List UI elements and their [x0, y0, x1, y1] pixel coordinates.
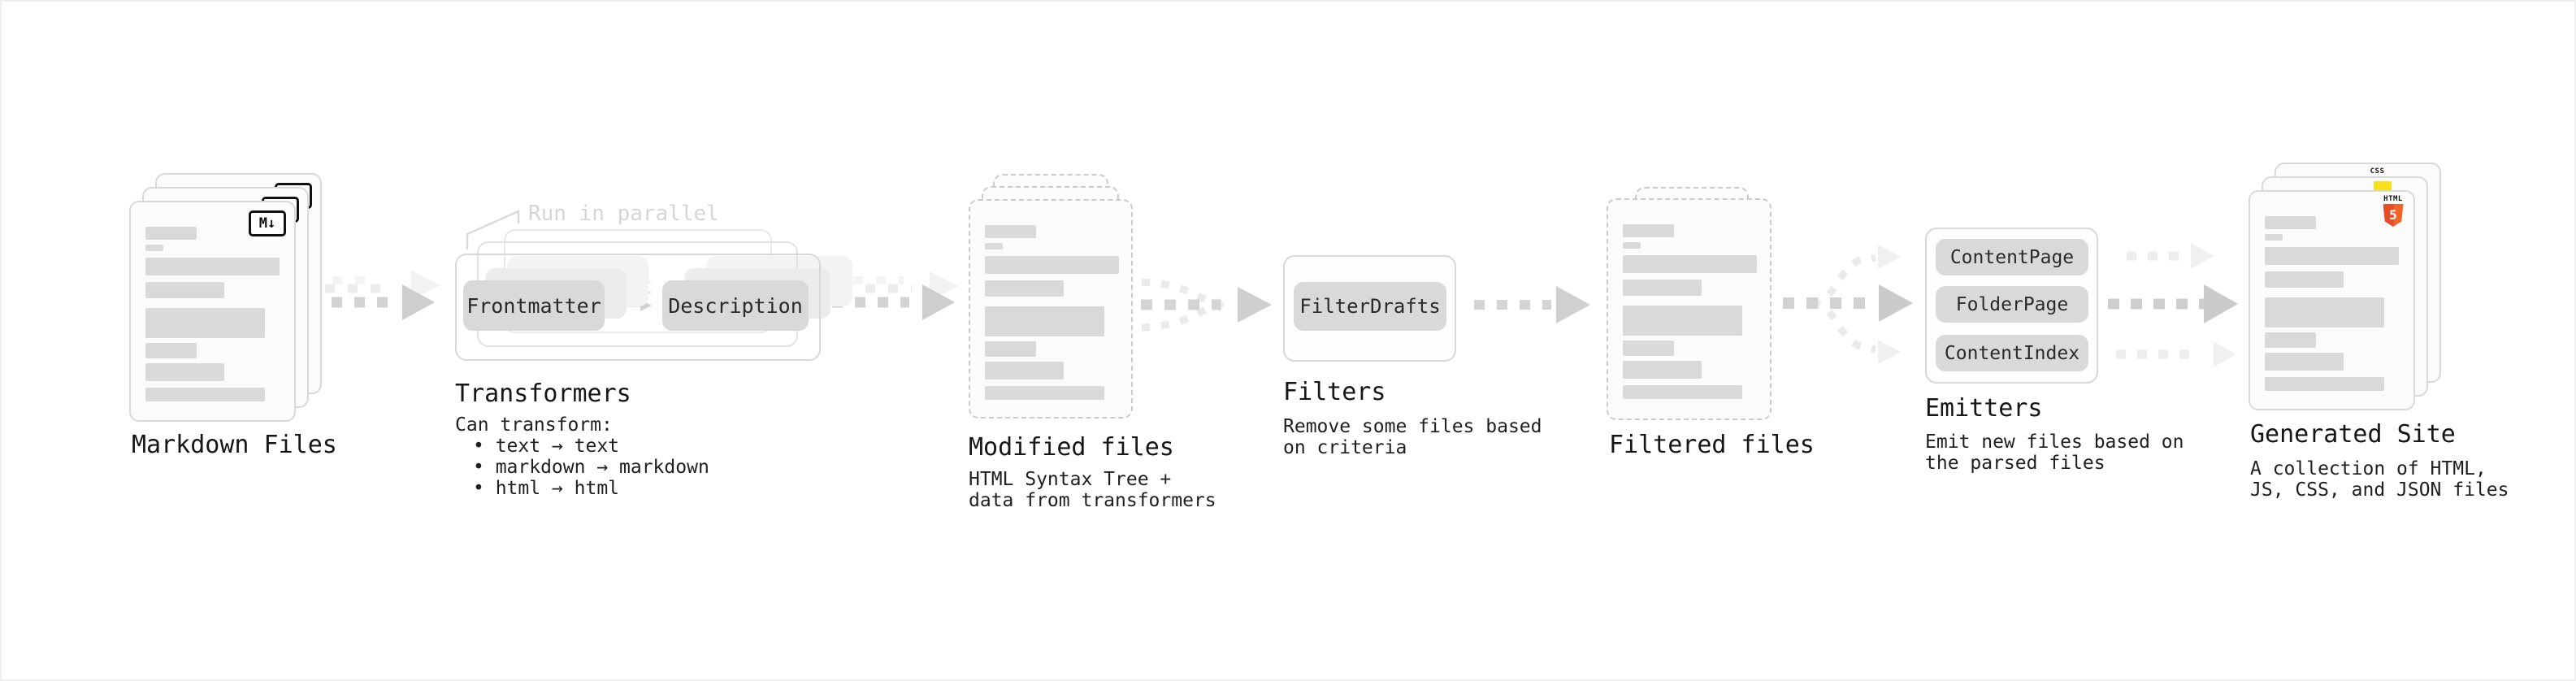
skeleton-text-bar	[145, 227, 197, 240]
desc-line: HTML Syntax Tree +	[969, 469, 1172, 490]
desc-line: data from transformers	[969, 490, 1216, 511]
skeleton-text-bar	[985, 341, 1036, 357]
run-in-parallel-note: Run in parallel	[528, 202, 719, 226]
skeleton-text-bar	[145, 363, 224, 381]
desc-line: Remove some files based	[1283, 416, 1542, 437]
filters-label: Filters	[1283, 378, 1386, 406]
transformers-label: Transformers	[455, 380, 631, 408]
contentindex-pill: ContentIndex	[1936, 335, 2088, 371]
html5-icon-shield: 5	[2383, 204, 2404, 227]
filterdrafts-pill: FilterDrafts	[1294, 282, 1446, 331]
skeleton-text-bar	[2265, 297, 2384, 327]
transformers-description: Can transform: • text → text • markdown …	[455, 414, 709, 499]
desc-line: Can transform:	[455, 414, 613, 436]
contentpage-pill: ContentPage	[1936, 239, 2088, 275]
markdown-files-label: Markdown Files	[132, 431, 337, 459]
arrows-emitters-to-generated	[2108, 243, 2238, 367]
skeleton-text-bar	[985, 243, 1003, 249]
filters-description: Remove some files based on criteria	[1283, 416, 1542, 458]
html5-icon: HTML 5	[2382, 196, 2405, 227]
skeleton-text-bar	[145, 388, 265, 401]
emitters-description: Emit new files based on the parsed files	[1925, 432, 2184, 474]
filtered-file-card-front	[1607, 198, 1772, 420]
desc-line: A collection of HTML,	[2250, 458, 2487, 479]
generated-site-label: Generated Site	[2250, 420, 2456, 449]
skeleton-text-bar	[145, 343, 197, 358]
skeleton-text-bar	[1623, 280, 1702, 296]
filtered-files-label: Filtered files	[1609, 431, 1815, 459]
arrow-markdown-to-transformers	[309, 271, 440, 320]
modified-files-description: HTML Syntax Tree + data from transformer…	[969, 469, 1216, 511]
skeleton-text-bar	[2265, 234, 2283, 241]
skeleton-text-bar	[985, 362, 1064, 380]
desc-line: • text → text	[473, 436, 620, 457]
skeleton-text-bar	[145, 245, 163, 251]
css-icon-text: CSS	[2370, 167, 2385, 176]
markdown-file-card-front: M↓	[129, 201, 296, 422]
markdown-icon: M↓	[249, 210, 286, 236]
folderpage-pill: FolderPage	[1936, 286, 2088, 323]
desc-line: JS, CSS, and JSON files	[2250, 479, 2509, 501]
skeleton-text-bar	[2265, 353, 2344, 371]
arrow-filtered-to-emitters-split	[1783, 245, 1913, 364]
arrow-transformers-to-modified	[832, 271, 959, 320]
skeleton-text-bar	[2265, 247, 2399, 265]
arrow-modified-to-filters-merge	[1141, 278, 1272, 332]
skeleton-text-bar	[145, 282, 224, 298]
modified-file-card-front	[969, 199, 1133, 419]
desc-line: on criteria	[1283, 437, 1407, 458]
skeleton-text-bar	[2265, 332, 2316, 348]
skeleton-text-bar	[985, 306, 1104, 336]
skeleton-text-bar	[985, 386, 1104, 400]
skeleton-text-bar	[1623, 361, 1702, 379]
skeleton-text-bar	[1623, 224, 1674, 237]
skeleton-text-bar	[145, 258, 280, 275]
run-in-parallel-callout-line	[466, 210, 520, 249]
skeleton-text-bar	[985, 225, 1036, 238]
skeleton-text-bar	[1623, 385, 1742, 399]
desc-line: • markdown → markdown	[473, 457, 709, 478]
js-file-icon	[2374, 181, 2392, 190]
skeleton-text-bar	[2265, 377, 2384, 391]
desc-line: the parsed files	[1925, 453, 2105, 474]
frontmatter-pill: Frontmatter	[463, 280, 605, 331]
emitters-label: Emitters	[1925, 394, 2043, 423]
skeleton-text-bar	[985, 280, 1064, 297]
html5-icon-text: HTML	[2383, 195, 2403, 203]
skeleton-text-bar	[1623, 242, 1641, 249]
skeleton-text-bar	[145, 308, 265, 338]
generated-file-card-front: HTML 5	[2249, 190, 2415, 410]
html5-icon-number: 5	[2389, 207, 2397, 223]
skeleton-text-bar	[1623, 306, 1742, 336]
skeleton-text-bar	[2265, 216, 2316, 229]
skeleton-text-bar	[2265, 271, 2344, 288]
desc-line: Emit new files based on	[1925, 432, 2184, 453]
description-pill: Description	[662, 280, 809, 331]
modified-files-label: Modified files	[969, 433, 1174, 462]
transformer-box-front	[455, 254, 821, 361]
desc-line: • html → html	[473, 478, 620, 499]
generated-site-description: A collection of HTML, JS, CSS, and JSON …	[2250, 458, 2509, 501]
skeleton-text-bar	[985, 256, 1119, 274]
arrow-filters-to-filtered	[1474, 286, 1590, 323]
skeleton-text-bar	[1623, 340, 1674, 356]
skeleton-text-bar	[1623, 255, 1757, 273]
